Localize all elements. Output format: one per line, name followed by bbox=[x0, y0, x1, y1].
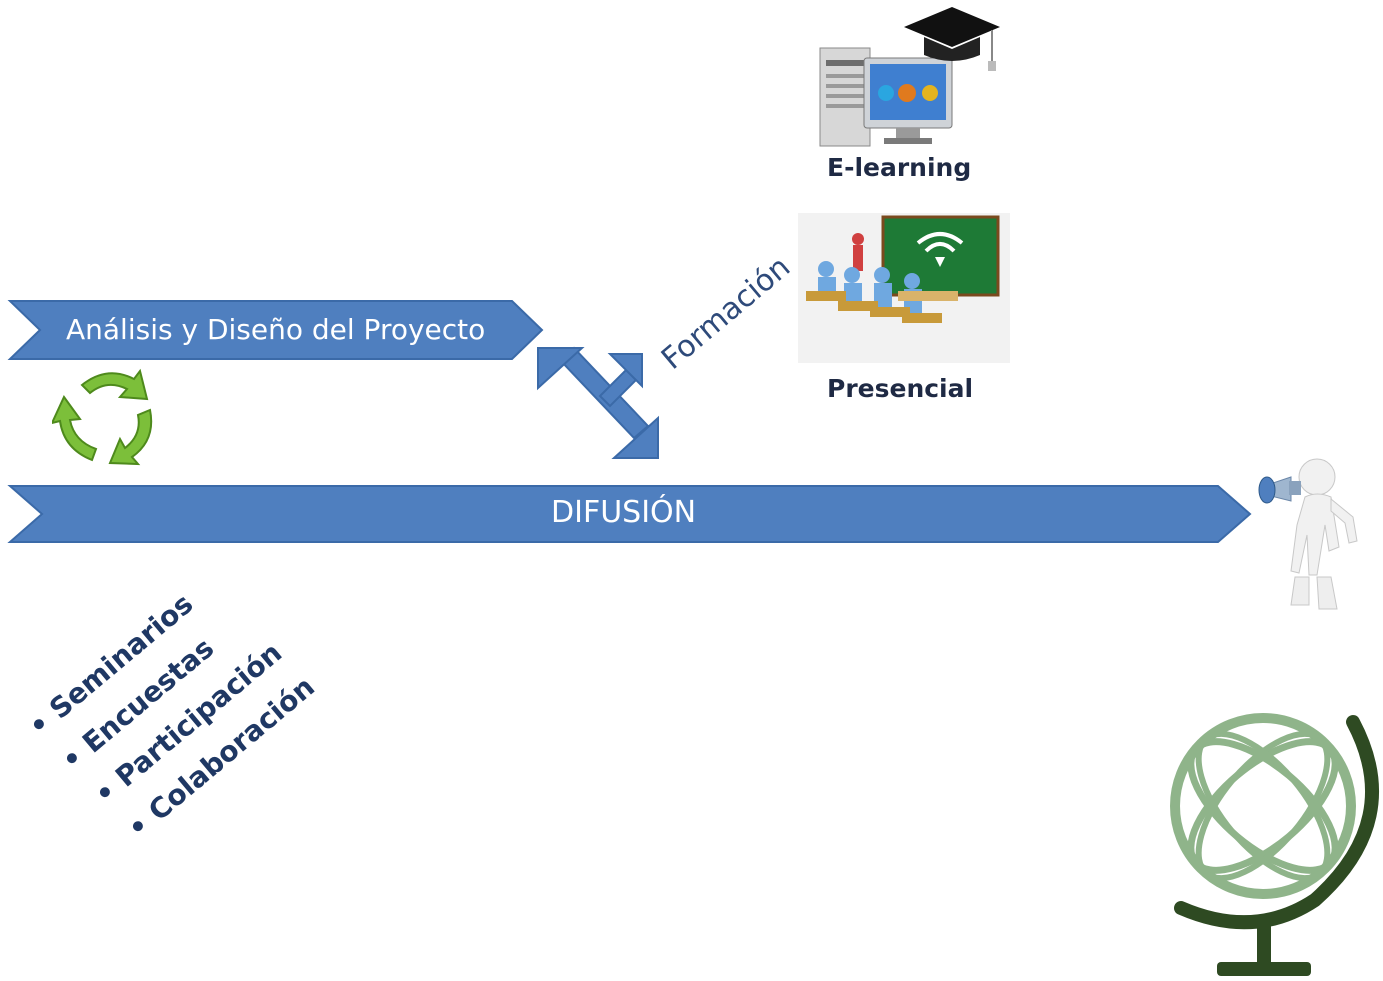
diffusion-label: DIFUSIÓN bbox=[551, 495, 697, 530]
analysis-chevron bbox=[7, 300, 544, 360]
diffusion-chevron bbox=[7, 485, 1252, 543]
graduation-cap-icon bbox=[904, 7, 1000, 71]
elearning-label: E-learning bbox=[827, 153, 972, 182]
analysis-label: Análisis y Diseño del Proyecto bbox=[66, 313, 486, 346]
presencial-label: Presencial bbox=[827, 374, 974, 403]
megaphone-person-icon bbox=[1258, 458, 1358, 610]
double-arrow-icon bbox=[537, 346, 659, 459]
elearning-computer-icon bbox=[819, 47, 953, 147]
recycle-icon bbox=[52, 368, 153, 466]
training-label: Formación bbox=[655, 249, 798, 377]
globe-icon bbox=[1170, 713, 1379, 976]
classroom-icon bbox=[798, 213, 1010, 363]
